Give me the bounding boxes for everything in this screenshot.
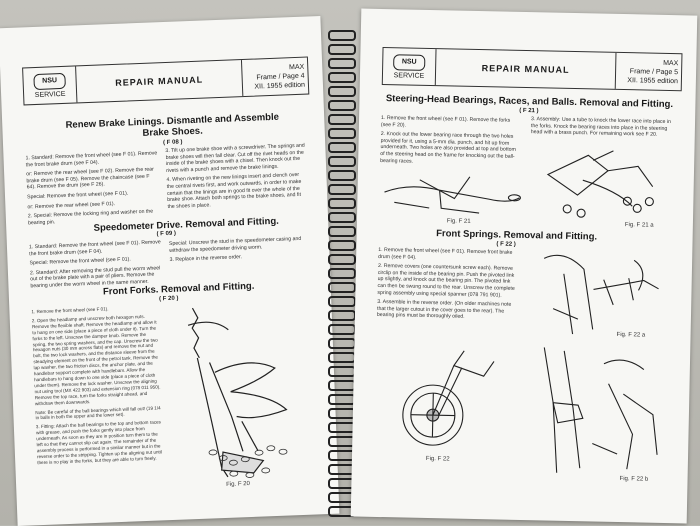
edition-label: XII. 1955 edition bbox=[254, 81, 306, 91]
section-title: Front Springs. Removal and Fitting. bbox=[436, 228, 598, 243]
edition-label: XII. 1955 edition bbox=[627, 76, 678, 85]
steer-col-2: 3. Assembly: Use a tube to knock the low… bbox=[531, 116, 673, 142]
speedo-col-2: Special: Unscrew the stud in the speedom… bbox=[169, 236, 310, 267]
paragraph: 2. Knock out the lower bearing race thro… bbox=[380, 131, 516, 165]
section-code: ( F 09 ) bbox=[156, 230, 177, 238]
figure-caption: Fig. F 22 bbox=[425, 455, 450, 463]
figure-caption: Fig. F 22 b bbox=[619, 476, 649, 483]
paragraph: 2. Open the headlamp and unscrew both he… bbox=[31, 313, 161, 406]
paragraph: 3. Assemble in the reverse order. (On ol… bbox=[376, 299, 512, 321]
paragraph: 3. Assembly: Use a tube to knock the low… bbox=[530, 116, 671, 138]
paragraph: 1. Remove the front wheel (see F 01). Re… bbox=[378, 246, 513, 261]
manual-title: REPAIR MANUAL bbox=[76, 60, 244, 103]
paragraph: Special: Unscrew the stud in the speedom… bbox=[168, 235, 302, 254]
page-meta: MAX Frame / Page 5 XII. 1955 edition bbox=[616, 53, 682, 90]
steering-head-illustration bbox=[384, 176, 521, 214]
paragraph: 3. Replace in the reverse order. bbox=[169, 254, 243, 264]
paragraph: 2. Remove covers (one countersunk screw … bbox=[377, 263, 515, 299]
page-header: NSU SERVICE REPAIR MANUAL MAX Frame / Pa… bbox=[381, 46, 683, 92]
paragraph: 1. Standard: Remove the front wheel (see… bbox=[28, 239, 161, 257]
paragraph: Note: Be careful of the ball bearings wh… bbox=[35, 404, 161, 421]
spring-fitting-illustration bbox=[543, 254, 659, 335]
paragraph: 3. Tilt up one brake shoe with a screwdr… bbox=[165, 142, 305, 174]
figure-caption: Fig. F 21 a bbox=[624, 222, 654, 229]
spring-assembly-illustration bbox=[543, 347, 658, 473]
forks-col: 1. Remove the front wheel (see F 01). 2.… bbox=[31, 304, 165, 468]
manual-page-left: NSU SERVICE REPAIR MANUAL MAX Frame / Pa… bbox=[0, 16, 340, 526]
brake-col-2: 3. Tilt up one brake shoe with a screwdr… bbox=[165, 143, 307, 214]
section-code: ( F 08 ) bbox=[162, 139, 183, 147]
bearing-race-illustration bbox=[546, 150, 654, 218]
brake-col-1: 1. Standard: Remove the front wheel (see… bbox=[25, 150, 160, 229]
nsu-badge-icon: NSU bbox=[33, 72, 66, 90]
section-code: ( F 21 ) bbox=[519, 107, 539, 115]
front-fork-illustration bbox=[187, 307, 288, 478]
model-label: MAX bbox=[663, 59, 679, 67]
paragraph: 1. Standard: Remove the front wheel (see… bbox=[25, 150, 158, 169]
page-header: NSU SERVICE REPAIR MANUAL MAX Frame / Pa… bbox=[22, 56, 310, 106]
paragraph: 4. When riveting on the new linings inse… bbox=[166, 172, 302, 210]
figure-caption: Fig. F 21 bbox=[446, 218, 471, 225]
spiral-binding bbox=[324, 22, 356, 522]
springs-col: 1. Remove the front wheel (see F 01). Re… bbox=[377, 247, 519, 325]
nsu-badge-icon: NSU bbox=[393, 53, 426, 71]
nsu-logo: NSU SERVICE bbox=[23, 66, 78, 105]
paragraph: 1. Remove the front wheel (see F 01). Re… bbox=[380, 114, 511, 129]
manual-page-right: NSU SERVICE REPAIR MANUAL MAX Frame / Pa… bbox=[350, 8, 698, 524]
figure-caption: Fig. F 22 a bbox=[616, 331, 646, 339]
nsu-logo: NSU SERVICE bbox=[382, 48, 437, 86]
page-meta: MAX Frame / Page 4 XII. 1955 edition bbox=[242, 58, 308, 96]
service-label: SERVICE bbox=[34, 90, 66, 99]
paragraph: 3. Fitting: Attach the ball bearings to … bbox=[35, 419, 162, 465]
section-title: Renew Brake Linings. Dismantle and Assem… bbox=[65, 111, 280, 139]
manual-title: REPAIR MANUAL bbox=[435, 49, 617, 89]
service-label: SERVICE bbox=[393, 71, 425, 80]
front-wheel-illustration bbox=[402, 350, 495, 446]
paragraph: or: Remove the rear wheel (see F 02). Re… bbox=[26, 166, 154, 191]
section-code: ( F 20 ) bbox=[158, 295, 179, 303]
steer-col-1: 1. Remove the front wheel (see F 01). Re… bbox=[380, 115, 521, 170]
section-code: ( F 22 ) bbox=[496, 241, 516, 248]
figure-caption: Fig. F 20 bbox=[226, 481, 251, 488]
